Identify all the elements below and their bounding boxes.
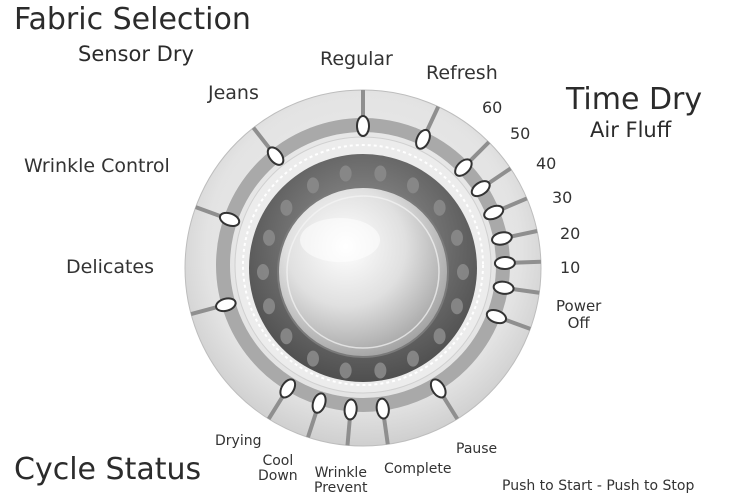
grip-bump — [257, 264, 269, 280]
indicator-20-light — [493, 256, 516, 271]
fabric-option-wrinkle-control[interactable]: Wrinkle Control — [24, 155, 170, 177]
grip-bump — [450, 298, 463, 315]
fabric-selection-heading: Fabric Selection — [14, 2, 251, 37]
status-wrinkle-prevent: Wrinkle Prevent — [314, 465, 368, 496]
indicator-pause-light — [429, 378, 447, 399]
indicator-complete-tick — [381, 416, 390, 445]
time-option-60[interactable]: 60 — [482, 98, 503, 117]
indicator-jeans-tick — [251, 126, 273, 152]
grip-bump — [457, 264, 469, 280]
grip-bump — [433, 199, 446, 216]
cycle-status-heading: Cycle Status — [14, 452, 202, 487]
grip-bump — [374, 362, 387, 379]
indicator-wrinkle-control-tick — [195, 205, 223, 219]
indicator-delicates-tick — [190, 304, 219, 317]
time-option-20[interactable]: 20 — [560, 224, 581, 243]
power-off-option[interactable]: Power Off — [556, 297, 602, 332]
indicator-jeans-light — [266, 146, 285, 166]
fabric-option-delicates[interactable]: Delicates — [66, 256, 155, 278]
status-pause: Pause — [456, 441, 498, 457]
indicator-pause-tick — [440, 394, 460, 421]
grip-bump — [307, 350, 319, 367]
indicator-cool-down-light — [311, 392, 327, 414]
indicator-10-light — [492, 280, 515, 295]
grip-bump — [263, 229, 276, 246]
indicator-power-off-tick — [503, 317, 531, 331]
indicator-wrinkle-control-light — [218, 211, 241, 228]
indicator-drying-tick — [266, 394, 286, 421]
indicator-60-light — [454, 158, 473, 177]
push-start-stop-label: Push to Start - Push to Stop — [502, 478, 695, 494]
time-option-30[interactable]: 30 — [552, 188, 573, 207]
indicator-power-off-light — [485, 308, 508, 325]
indicator-10-tick — [511, 286, 540, 295]
indicator-refresh-tick — [424, 105, 441, 133]
indicator-60-tick — [467, 140, 491, 164]
fabric-option-jeans[interactable]: Jeans — [208, 82, 259, 104]
indicator-refresh-light — [415, 128, 431, 150]
center-knob-button — [277, 186, 449, 358]
grip-bump — [339, 362, 352, 379]
indicator-complete-light — [375, 397, 390, 420]
grip-bump — [339, 165, 352, 182]
grip-bump — [280, 199, 293, 216]
indicator-delicates-light — [215, 297, 237, 313]
indicator-wrinkle-prevent-tick — [345, 417, 352, 446]
fabric-option-refresh[interactable]: Refresh — [426, 62, 498, 84]
indicator-30-light — [491, 231, 513, 246]
indicator-cool-down-tick — [306, 410, 319, 438]
air-fluff-heading: Air Fluff — [590, 118, 672, 142]
status-cool-down: Cool Down — [258, 453, 298, 484]
time-dry-heading: Time Dry — [566, 82, 703, 117]
indicator-50-light — [470, 180, 491, 198]
grip-bump — [280, 328, 293, 345]
time-option-50[interactable]: 50 — [510, 124, 531, 143]
indicator-regular-light — [356, 115, 370, 137]
status-drying: Drying — [215, 433, 262, 449]
indicator-30-tick — [509, 229, 538, 239]
grip-bump — [407, 350, 419, 367]
time-option-10[interactable]: 10 — [560, 258, 581, 277]
fabric-option-regular[interactable]: Regular — [320, 48, 393, 70]
grip-bump — [450, 229, 463, 246]
grip-bump — [374, 165, 387, 182]
indicator-wrinkle-prevent-light — [343, 398, 358, 421]
time-option-40[interactable]: 40 — [536, 154, 557, 173]
sensor-dry-heading: Sensor Dry — [78, 42, 194, 66]
indicator-40-tick — [500, 196, 528, 212]
indicator-50-tick — [486, 166, 512, 186]
status-complete: Complete — [384, 461, 452, 477]
indicator-20-tick — [512, 259, 541, 265]
indicator-drying-light — [279, 378, 297, 399]
indicator-40-light — [483, 204, 505, 221]
grip-bump — [307, 177, 319, 194]
grip-bump — [433, 328, 446, 345]
grip-bump — [263, 298, 276, 315]
grip-bump — [407, 177, 419, 194]
